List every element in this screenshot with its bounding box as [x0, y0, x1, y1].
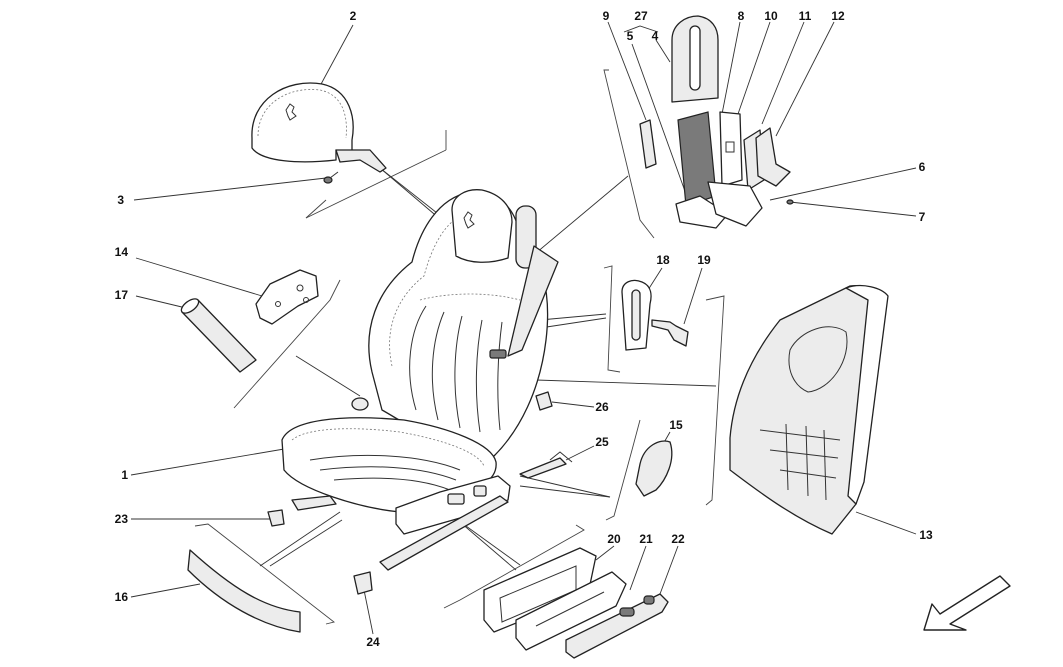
- callout-16: 16: [115, 590, 129, 604]
- bracket-14: [255, 269, 319, 325]
- side-controls-20-22: [483, 547, 669, 659]
- prancing-horse-emblem-icon: [463, 211, 475, 229]
- callout-19: 19: [697, 253, 711, 267]
- group-lines: [194, 69, 725, 625]
- callout-27: 27: [634, 9, 648, 23]
- callout-10: 10: [764, 9, 778, 23]
- backrest-components: [639, 15, 794, 229]
- callout-4: 4: [652, 29, 659, 43]
- callout-3: 3: [117, 193, 124, 207]
- callout-15: 15: [669, 418, 683, 432]
- sleeve-17: [180, 298, 257, 373]
- callout-17: 17: [115, 288, 129, 302]
- callout-11: 11: [799, 9, 812, 23]
- seat-assembly: [281, 189, 559, 571]
- callout-13: 13: [919, 528, 933, 542]
- trim-18-19: [621, 279, 689, 351]
- clips-23-24: [267, 509, 373, 595]
- small-parts-26-25-15: [519, 391, 673, 497]
- prancing-horse-emblem-icon: [285, 103, 297, 121]
- callout-24: 24: [366, 635, 380, 649]
- callout-8: 8: [738, 9, 745, 23]
- callout-23: 23: [115, 512, 129, 526]
- callout-22: 22: [671, 532, 685, 546]
- callout-2: 2: [350, 9, 357, 23]
- callout-27-bracket: [623, 25, 659, 33]
- callout-21: 21: [639, 532, 653, 546]
- callout-6: 6: [919, 160, 926, 174]
- callout-26: 26: [595, 400, 609, 414]
- screw-3: [323, 171, 339, 184]
- callout-9: 9: [603, 9, 610, 23]
- callout-14: 14: [115, 245, 129, 259]
- lower-trim-16: [187, 549, 301, 633]
- front-direction-arrow-icon: [923, 575, 1011, 631]
- backrest-shell: [729, 284, 889, 535]
- callout-1: 1: [121, 468, 128, 482]
- callout-25: 25: [595, 435, 609, 449]
- callout-5: 5: [627, 29, 634, 43]
- callout-12: 12: [831, 9, 845, 23]
- headrest-cover: [251, 82, 387, 173]
- callout-20: 20: [607, 532, 621, 546]
- callout-18: 18: [656, 253, 670, 267]
- callout-labels: 1 2 3 4 5 6 7 8 9 10 11 12 13 14 15 16 1…: [115, 9, 933, 649]
- callout-7: 7: [919, 210, 926, 224]
